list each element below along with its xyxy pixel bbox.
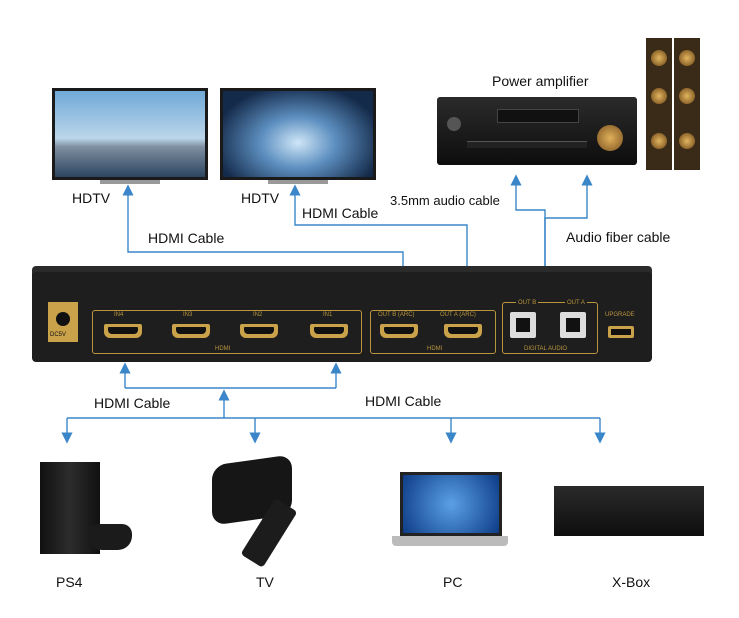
in1-label: IN1 bbox=[323, 312, 333, 318]
digital-audio-label: DIGITAL AUDIO bbox=[522, 346, 570, 352]
opt-out-a-label: OUT A bbox=[565, 300, 587, 306]
hdmi-in2-port bbox=[240, 324, 278, 338]
laptop-screen-image bbox=[400, 472, 502, 536]
audio-cable-line bbox=[510, 174, 546, 270]
hdtv1-stand bbox=[100, 180, 160, 184]
in2-label: IN2 bbox=[253, 312, 263, 318]
dc-power-port: DC5V bbox=[48, 302, 78, 342]
hdtv2-label: HDTV bbox=[241, 190, 280, 206]
hdmi-in3-port bbox=[172, 324, 210, 338]
speaker-right-image bbox=[674, 38, 700, 170]
hdmi-cable-label-bottom1: HDMI Cable bbox=[94, 395, 171, 411]
optical-out-b-port bbox=[510, 312, 536, 338]
ps4-label: PS4 bbox=[56, 574, 83, 590]
out-b-label: OUT B (ARC) bbox=[378, 312, 415, 318]
hdmi-cable-label-top2: HDMI Cable bbox=[302, 205, 379, 221]
hdmi-input-group bbox=[92, 310, 362, 354]
speaker-left-image bbox=[646, 38, 672, 170]
power-amplifier-label: Power amplifier bbox=[492, 73, 589, 89]
fiber-cable-line bbox=[544, 174, 593, 270]
hdmi-output-group-label: HDMI bbox=[424, 346, 446, 352]
dc-label: DC5V bbox=[50, 332, 67, 338]
fiber-cable-label: Audio fiber cable bbox=[566, 229, 671, 245]
upgrade-label: UPGRADE bbox=[605, 312, 635, 318]
upgrade-usb-port bbox=[608, 326, 634, 338]
out-a-label: OUT A (ARC) bbox=[440, 312, 476, 318]
xbox-console-image bbox=[554, 486, 704, 536]
ps4-controller-image bbox=[88, 524, 132, 550]
power-amplifier-image bbox=[437, 97, 637, 165]
xbox-label: X-Box bbox=[612, 574, 651, 590]
hdtv1-label: HDTV bbox=[72, 190, 111, 206]
in3-label: IN3 bbox=[183, 312, 193, 318]
pc-label: PC bbox=[443, 574, 463, 590]
opt-out-b-label: OUT B bbox=[516, 300, 539, 306]
hdmi-output-group bbox=[370, 310, 496, 354]
hdmi-cable-label-bottom2: HDMI Cable bbox=[365, 393, 442, 409]
hdtv2-image bbox=[220, 88, 376, 180]
optical-out-a-port bbox=[560, 312, 586, 338]
tv-label: TV bbox=[256, 574, 274, 590]
hdmi-in4-port bbox=[104, 324, 142, 338]
hdtv1-image bbox=[52, 88, 208, 180]
hdmi-input-group-label: HDMI bbox=[212, 346, 234, 352]
digital-audio-group bbox=[502, 302, 598, 354]
laptop-base-image bbox=[392, 536, 508, 546]
hdtv2-hdmi-line bbox=[289, 184, 468, 302]
hdmi-out-b-port bbox=[380, 324, 418, 338]
hdtv2-stand bbox=[268, 180, 328, 184]
hdmi-switch-device: DC5V HDMI IN4 IN3 IN2 IN1 HDMI OUT B (AR… bbox=[32, 272, 652, 362]
hdmi-in1-port bbox=[310, 324, 348, 338]
audio-cable-label: 3.5mm audio cable bbox=[390, 193, 500, 208]
in4-label: IN4 bbox=[114, 312, 124, 318]
hdmi-out-a-port bbox=[444, 324, 482, 338]
hdmi-cable-label-top1: HDMI Cable bbox=[148, 230, 225, 246]
